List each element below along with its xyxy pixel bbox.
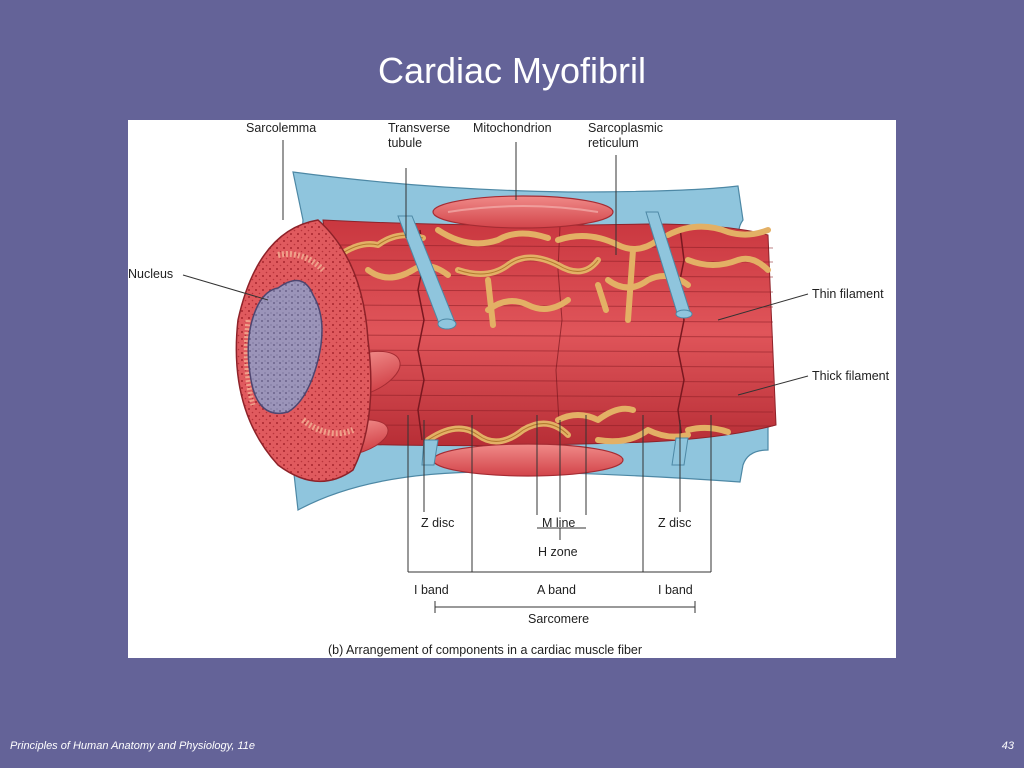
diagram-caption: (b) Arrangement of components in a cardi… xyxy=(328,643,642,657)
footer-page-number: 43 xyxy=(1001,740,1014,752)
label-sarcoplasmic-reticulum-2: reticulum xyxy=(588,136,639,150)
band-bracket-lines xyxy=(407,415,712,613)
label-transverse-tubule-2: tubule xyxy=(388,136,422,150)
label-i-band-left: I band xyxy=(414,583,449,597)
label-z-disc-right: Z disc xyxy=(658,516,691,530)
slide-title: Cardiac Myofibril xyxy=(377,50,647,91)
diagram-panel: Sarcolemma Transverse tubule Mitochondri… xyxy=(128,120,896,658)
mitochondrion-bottom xyxy=(432,443,624,477)
label-leader-lines xyxy=(182,140,809,396)
label-thin-filament: Thin filament xyxy=(812,287,884,301)
label-sarcoplasmic-reticulum-1: Sarcoplasmic xyxy=(588,121,663,135)
label-nucleus: Nucleus xyxy=(128,267,173,281)
m-line-stripe xyxy=(555,225,563,441)
z-disc-line-right xyxy=(677,227,685,439)
mitochondrion-top xyxy=(432,195,614,229)
muscle-fiber-body xyxy=(322,219,777,447)
label-mitochondrion: Mitochondrion xyxy=(473,121,552,135)
label-m-line: M line xyxy=(542,516,575,530)
label-z-disc-left: Z disc xyxy=(421,516,454,530)
label-h-zone: H zone xyxy=(538,545,578,559)
label-thick-filament: Thick filament xyxy=(812,369,890,383)
cardiac-myofibril-diagram: Sarcolemma Transverse tubule Mitochondri… xyxy=(128,121,890,657)
label-sarcomere: Sarcomere xyxy=(528,612,589,626)
footer-book-title: Principles of Human Anatomy and Physiolo… xyxy=(10,740,255,752)
label-i-band-right: I band xyxy=(658,583,693,597)
label-sarcolemma: Sarcolemma xyxy=(246,121,316,135)
label-a-band: A band xyxy=(537,583,576,597)
nucleus-shape xyxy=(247,279,323,414)
label-transverse-tubule-1: Transverse xyxy=(388,121,450,135)
transverse-tubules xyxy=(397,211,693,466)
